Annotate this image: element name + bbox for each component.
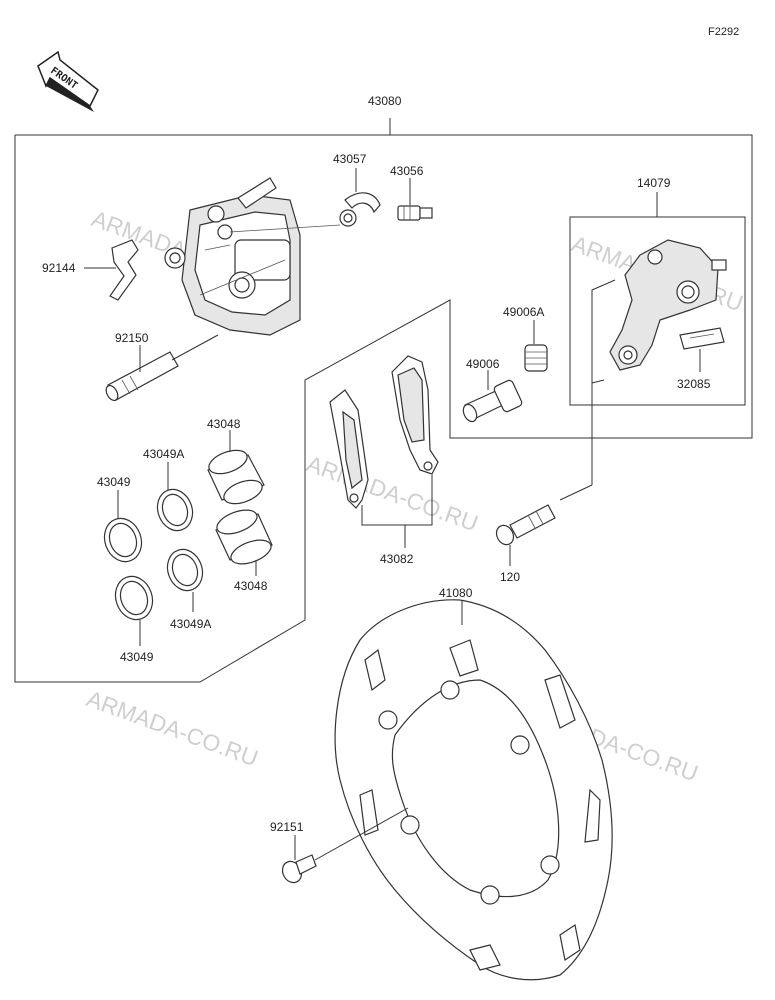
caliper-bolt-120 (495, 504, 556, 546)
watermark-3: ARMADA-CO.RU (303, 450, 481, 536)
pin-boot-49006A (524, 344, 548, 372)
label-14079: 14079 (637, 176, 671, 190)
label-32085: 32085 (677, 377, 711, 391)
piston-43048-bottom (215, 509, 273, 565)
label-43080: 43080 (368, 94, 402, 108)
brake-disc-41080 (334, 599, 613, 981)
bracket-mount-line (591, 279, 616, 438)
front-arrow-icon: FRONT (37, 50, 99, 112)
pad-spring-92144 (109, 239, 139, 301)
brake-pad-43082-left (329, 389, 369, 509)
label-120: 120 (500, 570, 520, 584)
label-43049-top: 43049 (97, 475, 131, 489)
caliper-body (164, 177, 341, 336)
disc-bolt-92151 (281, 854, 317, 884)
label-49006: 49006 (466, 357, 500, 371)
dust-seal-43049A-top (156, 488, 194, 532)
pin-guide-line (171, 334, 219, 361)
piston-seal-43049-top (103, 517, 143, 563)
label-43048-top: 43048 (207, 417, 241, 431)
label-92150: 92150 (115, 331, 149, 345)
label-41080: 41080 (439, 586, 473, 600)
bleeder-cap-43057 (339, 192, 381, 227)
watermark-4: ARMADA-CO.RU (83, 685, 261, 771)
label-92144: 92144 (42, 261, 76, 275)
disc-bolt-guide-line (314, 807, 409, 861)
figure-code: F2292 (708, 26, 739, 38)
label-43057: 43057 (333, 152, 367, 166)
piston-seal-43049-bottom (114, 575, 154, 621)
label-43056: 43056 (390, 164, 424, 178)
slide-pin-92150 (105, 351, 179, 402)
label-49006A: 49006A (503, 305, 544, 319)
caliper-bracket-14079 (609, 239, 727, 371)
label-43082: 43082 (380, 552, 414, 566)
piston-43048-top (207, 449, 265, 505)
brake-pad-43082-right (391, 355, 439, 475)
bolt-guide-line (559, 484, 593, 501)
dust-seal-43049A-bottom (166, 548, 204, 592)
label-43049-bottom: 43049 (120, 650, 154, 664)
pad-plate-32085 (679, 327, 725, 350)
pin-boot-49006 (462, 379, 523, 423)
bleeder-valve-43056 (397, 205, 433, 221)
label-43049A-top: 43049A (143, 447, 184, 461)
bracket-mount-line-2 (591, 379, 605, 384)
label-43049A-bottom: 43049A (170, 617, 211, 631)
caliper-assembly-outline (14, 134, 753, 683)
pad-set-bracket (361, 475, 433, 526)
label-92151: 92151 (270, 820, 304, 834)
label-43048-bottom: 43048 (234, 579, 268, 593)
